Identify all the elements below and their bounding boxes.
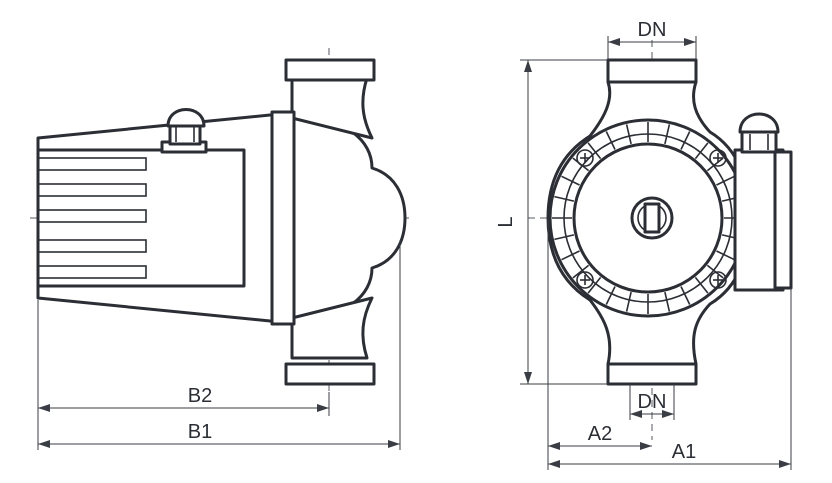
radial-rib (706, 157, 724, 172)
radial-rib (625, 124, 632, 145)
radial-rib (572, 264, 590, 279)
radial-rib (625, 291, 632, 312)
dimension-dn-bottom: DN (629, 384, 675, 420)
radial-rib (716, 250, 735, 261)
arrow-head (630, 410, 642, 418)
front-bolt (709, 271, 727, 289)
terminal-box-gland (740, 130, 778, 154)
radial-rib (664, 124, 671, 145)
radial-rib (694, 142, 709, 160)
front-terminal-box (733, 112, 793, 292)
radial-rib (680, 131, 691, 150)
cooling-fin (37, 209, 147, 223)
arrow-head (524, 372, 532, 384)
radial-rib (605, 131, 616, 150)
arrow-head (317, 404, 329, 412)
radial-rib (664, 291, 671, 312)
arrow-head (548, 442, 560, 450)
label-b2: B2 (188, 385, 212, 407)
front-vent-plug (630, 196, 674, 240)
radial-rib (587, 276, 602, 294)
side-flange-plate (270, 110, 296, 326)
label-l: L (495, 216, 517, 227)
radial-rib (716, 175, 735, 186)
label-a1: A1 (672, 441, 696, 463)
side-pipe-neck-bottom (290, 296, 374, 360)
side-volute-body (278, 116, 407, 320)
front-bolt (709, 149, 727, 167)
arrow-head (608, 38, 620, 46)
cooling-fin (37, 265, 147, 279)
label-dn-bottom: DN (638, 391, 667, 413)
dimension-b2: B2 (37, 300, 330, 450)
front-bolt (576, 271, 594, 289)
cooling-fin (37, 239, 147, 253)
front-flange-top (606, 58, 698, 84)
label-a2: A2 (588, 423, 612, 445)
side-flange-top (284, 58, 376, 82)
radial-rib (694, 276, 709, 294)
side-cable-gland (160, 108, 208, 154)
cooling-fin (37, 157, 147, 171)
side-cooling-fins (37, 157, 147, 279)
radial-rib (587, 142, 602, 160)
front-bolt (576, 149, 594, 167)
dimension-b1: B1 (38, 240, 401, 450)
radial-rib (561, 250, 580, 261)
terminal-box-cover (773, 150, 793, 290)
radial-rib (605, 286, 616, 305)
side-view: B2 B1 (30, 48, 410, 450)
radial-rib (561, 175, 580, 186)
arrow-head (388, 440, 400, 448)
cooling-fin (37, 183, 147, 197)
arrow-head (38, 440, 50, 448)
label-dn-top: DN (638, 19, 667, 41)
vent-plug-slot (643, 202, 661, 234)
front-motor-face (572, 142, 724, 294)
front-flange-bottom (606, 362, 698, 386)
terminal-box-gland-cap (738, 112, 780, 134)
arrow-head (640, 442, 652, 450)
arrow-head (548, 460, 560, 468)
dimension-dn-top: DN (607, 19, 697, 60)
arrow-head (779, 460, 791, 468)
gland-cap (166, 108, 206, 128)
arrow-head (662, 410, 674, 418)
side-flange-bottom (284, 362, 376, 386)
arrow-head (38, 404, 50, 412)
label-b1: B1 (188, 421, 212, 443)
radial-rib (554, 234, 575, 241)
arrow-head (684, 38, 696, 46)
dimension-l: L (495, 59, 608, 385)
front-view: DN DN L A2 (495, 19, 793, 470)
dimension-a2: A2 (547, 220, 652, 470)
radial-rib (680, 286, 691, 305)
arrow-head (524, 60, 532, 72)
dimension-a1: A1 (548, 288, 792, 470)
radial-rib (554, 195, 575, 202)
side-motor-inner (36, 148, 246, 288)
